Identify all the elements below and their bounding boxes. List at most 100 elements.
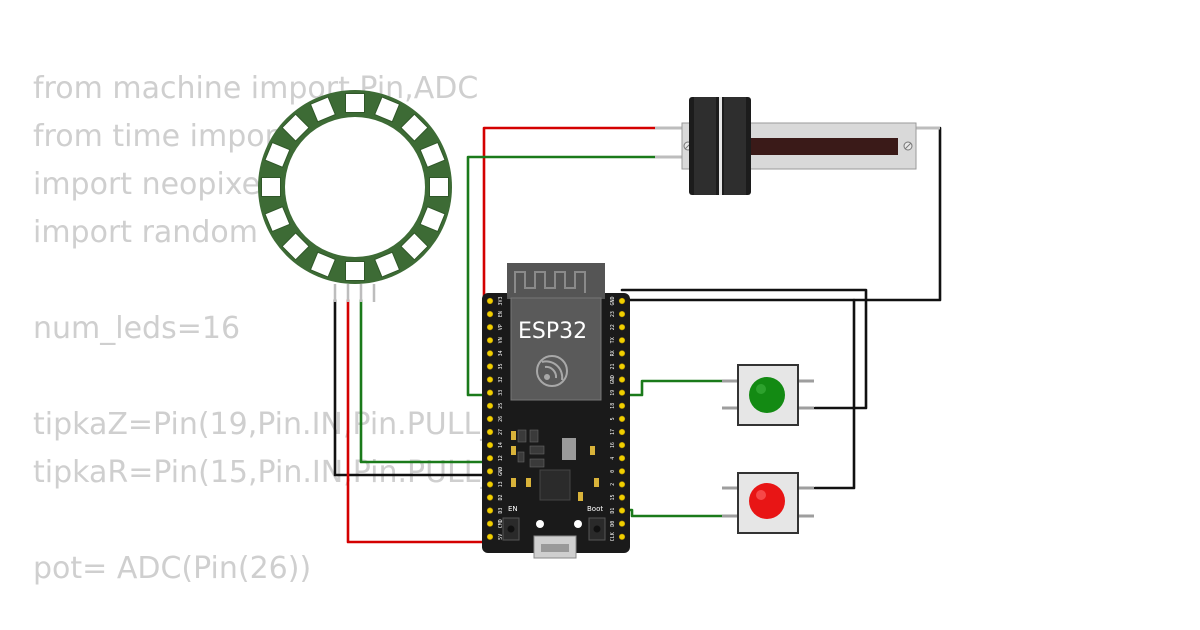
pin-right-tx[interactable] [618, 337, 626, 344]
pushbutton-red[interactable] [722, 472, 814, 534]
pin-left-34[interactable] [486, 350, 494, 357]
ring-led [374, 96, 401, 123]
pin-label: 15 [610, 494, 616, 500]
pin-label: 32 [498, 377, 504, 383]
pin-label: D2 [498, 494, 504, 500]
pin-left-3v3[interactable] [486, 297, 494, 305]
wire-ring-din[interactable] [359, 298, 492, 464]
pin-left-vn[interactable] [486, 337, 494, 344]
pin-right-d0[interactable] [618, 520, 626, 527]
pin-label: D1 [610, 508, 616, 514]
pin-right-5[interactable] [618, 415, 626, 423]
slide-potentiometer[interactable] [655, 97, 940, 195]
pin-right-gnd[interactable] [618, 376, 626, 383]
pin-label: 34 [498, 350, 504, 356]
pin-label: 14 [498, 442, 504, 448]
slider-knob[interactable] [689, 97, 751, 195]
pin-label: 2 [610, 483, 616, 486]
code-line: from machine import Pin,ADC [33, 71, 479, 106]
pin-left-12[interactable] [486, 455, 494, 462]
pin-left-gnd[interactable] [486, 468, 494, 475]
pin-left-32[interactable] [486, 376, 494, 383]
neopixel-ring[interactable] [258, 90, 452, 302]
wire-button-green-signal[interactable] [620, 379, 724, 397]
wire-pot-signal[interactable] [466, 155, 657, 397]
pin-label: GND [498, 467, 504, 476]
pin-label: 0 [610, 470, 616, 473]
wire-ring-vcc[interactable] [346, 298, 492, 544]
boot-label: Boot [587, 505, 603, 513]
esp32-devkit[interactable]: ESP32 [482, 263, 630, 559]
usb-connector [533, 520, 582, 559]
pin-right-gnd[interactable] [618, 297, 626, 305]
board-label: ESP32 [518, 319, 587, 344]
pin-left-5v[interactable] [486, 533, 494, 540]
wire-button-red-signal[interactable] [620, 508, 724, 518]
ring-led [261, 177, 281, 197]
pin-left-d2[interactable] [486, 494, 494, 501]
wire-ring-gnd[interactable] [333, 298, 492, 477]
pin-label: CMD [498, 519, 504, 528]
pin-left-cmd[interactable] [486, 520, 494, 527]
pin-left-vp[interactable] [486, 324, 494, 331]
pin-right-23[interactable] [618, 311, 626, 318]
pin-left-13[interactable] [486, 481, 494, 488]
ring-led [400, 232, 429, 261]
pin-label: 25 [498, 403, 504, 409]
pin-right-rx[interactable] [618, 350, 626, 357]
pin-left-27[interactable] [486, 428, 494, 436]
pin-label: 13 [498, 481, 504, 487]
pin-label: 33 [498, 390, 504, 396]
pin-label: 22 [610, 324, 616, 330]
pin-right-15[interactable] [618, 494, 626, 501]
ring-led [309, 96, 336, 123]
left-pin-header: 3V3ENVPVN343532332526271412GND13D2D3CMD5… [486, 296, 504, 540]
pin-right-17[interactable] [618, 428, 626, 436]
boot-button[interactable] [588, 517, 606, 541]
ring-led [374, 251, 401, 278]
pin-label: GND [610, 375, 616, 384]
ring-led [419, 206, 446, 233]
pin-left-26[interactable] [486, 415, 494, 423]
en-label: EN [508, 505, 518, 513]
button-red-cap[interactable] [749, 483, 785, 519]
code-line: tipkaZ=Pin(19,Pin.IN,Pin.PULL_UP) [33, 407, 547, 442]
pin-left-25[interactable] [486, 402, 494, 409]
ring-led [281, 232, 310, 261]
pin-label: CLK [610, 532, 616, 541]
code-line: pot= ADC(Pin(26)) [33, 551, 312, 586]
pin-right-d1[interactable] [618, 507, 626, 514]
pin-right-18[interactable] [618, 402, 626, 409]
pin-right-21[interactable] [618, 363, 626, 370]
pin-left-33[interactable] [486, 389, 494, 396]
pin-label: 18 [610, 403, 616, 409]
pin-label: D3 [498, 508, 504, 514]
en-button[interactable] [502, 517, 520, 541]
pin-right-19[interactable] [618, 389, 626, 396]
wire-button-red-gnd[interactable] [813, 298, 856, 490]
pin-label: 17 [610, 429, 616, 435]
pin-right-2[interactable] [618, 481, 626, 488]
pin-left-d3[interactable] [486, 507, 494, 514]
pin-left-35[interactable] [486, 363, 494, 370]
pin-label: VN [498, 337, 504, 343]
pin-label: EN [498, 311, 504, 317]
pin-left-en[interactable] [486, 311, 494, 318]
button-green-cap[interactable] [749, 377, 785, 413]
pin-right-4[interactable] [618, 455, 626, 462]
ring-leds [261, 93, 449, 281]
pin-label: 3V3 [498, 296, 504, 305]
ring-led [264, 141, 291, 168]
pin-label: 5 [610, 417, 616, 420]
pin-right-0[interactable] [618, 468, 626, 475]
pin-right-16[interactable] [618, 442, 626, 449]
pushbutton-green[interactable] [722, 364, 814, 426]
wire-button-green-gnd[interactable] [620, 288, 868, 410]
pin-right-22[interactable] [618, 324, 626, 331]
pin-right-clk[interactable] [618, 533, 626, 540]
pin-label: 21 [610, 363, 616, 369]
pin-left-14[interactable] [486, 442, 494, 449]
ring-led [345, 93, 365, 113]
pin-label: GND [610, 296, 616, 305]
